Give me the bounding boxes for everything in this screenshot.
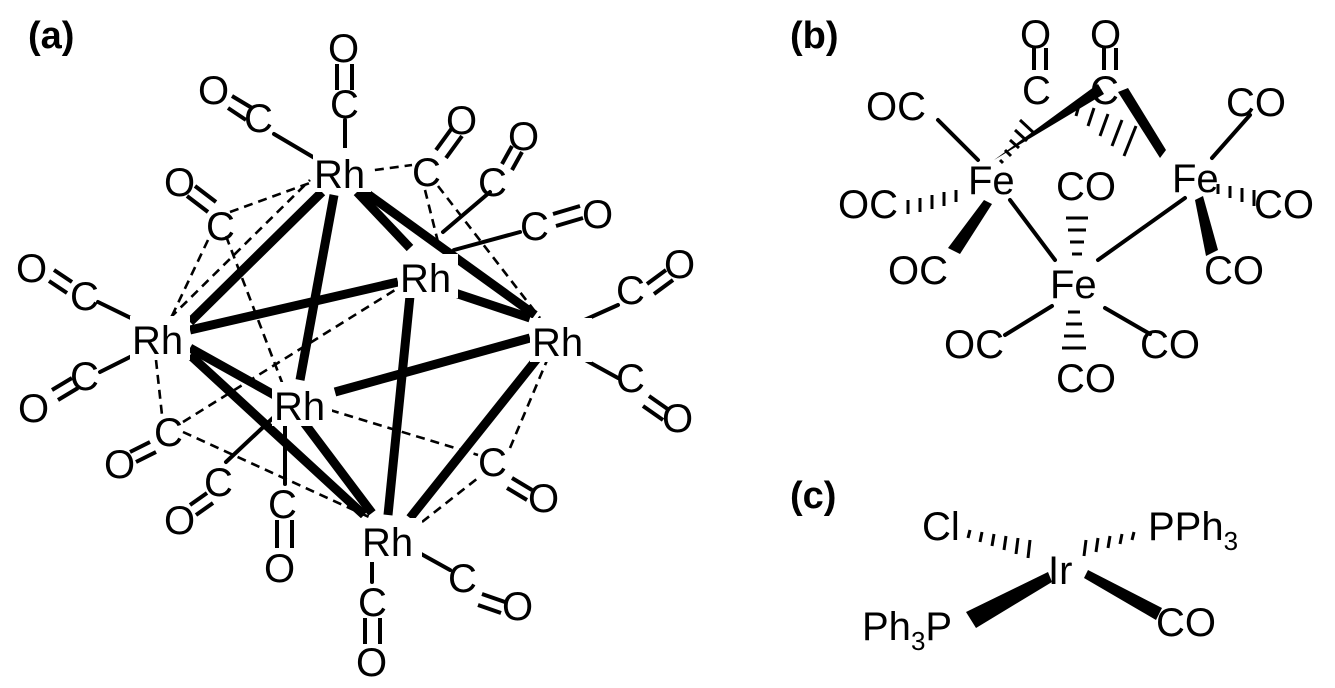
oxygen-label: O bbox=[528, 477, 559, 521]
fe-atom-bottom: Fe bbox=[1050, 263, 1097, 307]
oxygen-label: O bbox=[508, 115, 539, 159]
fe-atom-right: Fe bbox=[1172, 157, 1219, 201]
oxygen-label: O bbox=[582, 193, 613, 237]
carbon-label: C bbox=[448, 557, 477, 601]
co-ligand-label: CO bbox=[1254, 183, 1314, 227]
panel-c-label: (c) bbox=[790, 475, 836, 517]
oxygen-label: O bbox=[446, 99, 477, 143]
panel-a-rh6-co16: (a) bbox=[16, 15, 695, 685]
carbon-label: C bbox=[616, 357, 645, 401]
rh-co-labels: C O C O C O C O C O C O C O C O C O C O … bbox=[16, 27, 695, 685]
co-ligand-label: CO bbox=[1204, 249, 1264, 293]
co-ligand: CO bbox=[1156, 601, 1216, 645]
panel-c-ir-complex: (c) Ir Cl PPh3 Ph3P CO bbox=[790, 475, 1238, 656]
carbon-label: C bbox=[520, 205, 549, 249]
hashed-bonds bbox=[906, 101, 1256, 350]
rh-atom-back: Rh bbox=[400, 257, 451, 301]
carbon-label: C bbox=[478, 441, 507, 485]
oxygen-label: O bbox=[18, 387, 49, 431]
oxygen-label: O bbox=[328, 27, 359, 71]
carbon-label: C bbox=[70, 275, 99, 319]
carbon-label: C bbox=[616, 269, 645, 313]
co-ligand-label: CO bbox=[1140, 323, 1200, 367]
carbon-label: C bbox=[358, 581, 387, 625]
oxygen-label: O bbox=[1020, 13, 1051, 57]
carbon-label: C bbox=[204, 461, 233, 505]
oxygen-label: O bbox=[198, 69, 229, 113]
carbon-label: C bbox=[412, 151, 441, 195]
ir-bonds bbox=[966, 529, 1162, 628]
oxygen-label: O bbox=[502, 585, 533, 629]
co-ligand-label: CO bbox=[1056, 357, 1116, 401]
oxygen-label: O bbox=[264, 547, 295, 591]
carbon-label: C bbox=[268, 483, 297, 527]
carbon-label: C bbox=[154, 411, 183, 455]
oxygen-label: O bbox=[16, 247, 47, 291]
oxygen-label: O bbox=[664, 243, 695, 287]
panel-b-fe3-co12: (b) bbox=[790, 13, 1314, 401]
carbon-label: C bbox=[1022, 69, 1051, 113]
rh-atom-top: Rh bbox=[314, 153, 365, 197]
rh-atom-right: Rh bbox=[532, 321, 583, 365]
carbon-label: C bbox=[206, 205, 235, 249]
ir-atom: Ir bbox=[1048, 549, 1072, 593]
oxygen-label: O bbox=[1090, 13, 1121, 57]
oc-ligand-label: OC bbox=[944, 323, 1004, 367]
ph3p-ligand: Ph3P bbox=[862, 605, 952, 656]
rh-co-bonds bbox=[47, 64, 675, 644]
carbon-label: C bbox=[70, 355, 99, 399]
oxygen-label: O bbox=[164, 161, 195, 205]
carbon-label: C bbox=[478, 161, 507, 205]
carbon-label: C bbox=[1090, 69, 1119, 113]
rh-atom-labels: Rh Rh Rh Rh Rh Rh bbox=[130, 148, 592, 565]
carbon-label: C bbox=[244, 97, 273, 141]
oxygen-label: O bbox=[104, 443, 135, 487]
fe-bonds bbox=[906, 48, 1256, 350]
oxygen-label: O bbox=[164, 499, 195, 543]
oxygen-label: O bbox=[356, 641, 387, 685]
panel-b-label: (b) bbox=[790, 15, 839, 57]
rh-atom-left: Rh bbox=[132, 319, 183, 363]
oc-ligand-label: OC bbox=[838, 183, 898, 227]
oxygen-label: O bbox=[662, 397, 693, 441]
oc-ligand-label: OC bbox=[866, 85, 926, 129]
co-ligand-label: CO bbox=[1226, 81, 1286, 125]
fe-atom-left: Fe bbox=[968, 159, 1015, 203]
fe-co-labels: O O C C OC CO OC CO CO OC CO OC CO CO bbox=[838, 13, 1314, 401]
cl-ligand: Cl bbox=[922, 505, 960, 549]
rh-atom-bottom: Rh bbox=[362, 521, 413, 565]
co-ligand-label: CO bbox=[1056, 165, 1116, 209]
fe-atom-labels: Fe Fe Fe bbox=[968, 157, 1219, 307]
rh-atom-front: Rh bbox=[274, 385, 325, 429]
pph3-ligand: PPh3 bbox=[1148, 505, 1238, 556]
oc-ligand-label: OC bbox=[888, 249, 948, 293]
carbon-label: C bbox=[330, 83, 359, 127]
panel-a-label: (a) bbox=[28, 15, 74, 57]
